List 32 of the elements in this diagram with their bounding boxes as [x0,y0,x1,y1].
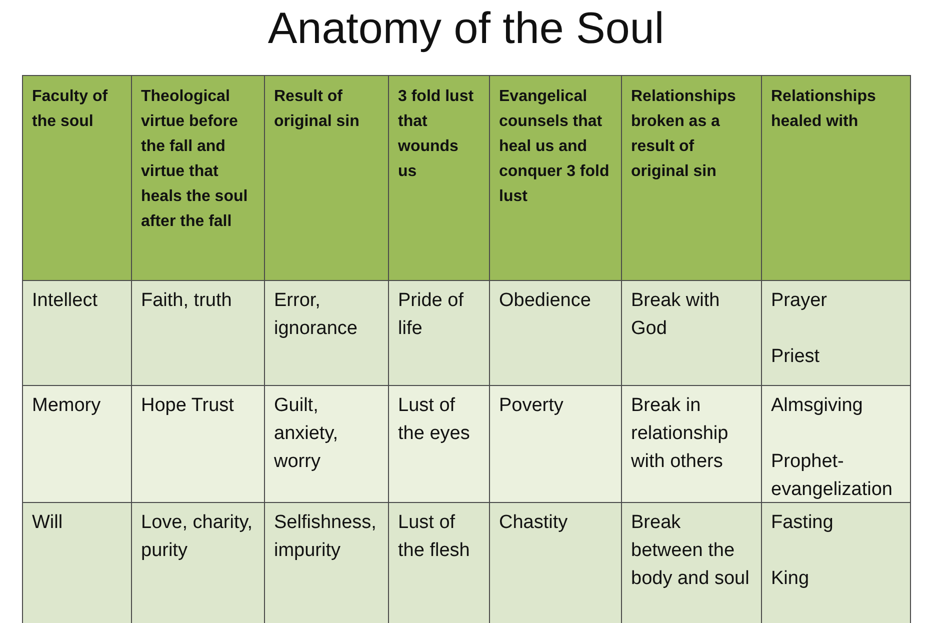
table-cell: Poverty [490,386,622,503]
cell-text: King [771,567,810,591]
table-cell: Selfishness, impurity [265,503,389,623]
cell-text: Prophet-evangelization [771,450,894,502]
column-header: 3 fold lust that wounds us [389,76,490,281]
table-cell: Will [23,503,132,623]
column-header: Relationships healed with [762,76,911,281]
column-header: Result of original sin [265,76,389,281]
cell-text: Prayer [771,289,827,313]
column-header: Theological virtue before the fall and virtue that heals the soul after the fall [132,76,265,281]
column-header: Faculty of the soul [23,76,132,281]
cell-text: Priest [771,345,820,369]
table-cell: Error, ignorance [265,281,389,386]
table-cell: Hope Trust [132,386,265,503]
table-cell: Chastity [490,503,622,623]
table-cell: Faith, truth [132,281,265,386]
cell-text: Almsgiving [771,394,863,418]
table-cell: Intellect [23,281,132,386]
table-cell: Guilt, anxiety, worry [265,386,389,503]
table-cell: Lust of the flesh [389,503,490,623]
title: Anatomy of the Soul [268,3,664,55]
table-cell: Memory [23,386,132,503]
column-header: Relationships broken as a result of original sin [622,76,762,281]
table-cell: Love, charity, purity [132,503,265,623]
table-cell: Pride of life [389,281,490,386]
table-cell: Break in relationship with others [622,386,762,503]
cell-text: Fasting [771,511,834,535]
table-cell: Lust of the eyes [389,386,490,503]
table-cell: Break between the body and soul [622,503,762,623]
table-cell: Obedience [490,281,622,386]
column-header: Evangelical counsels that heal us and conquer 3 fold lust [490,76,622,281]
table-cell: Break with God [622,281,762,386]
